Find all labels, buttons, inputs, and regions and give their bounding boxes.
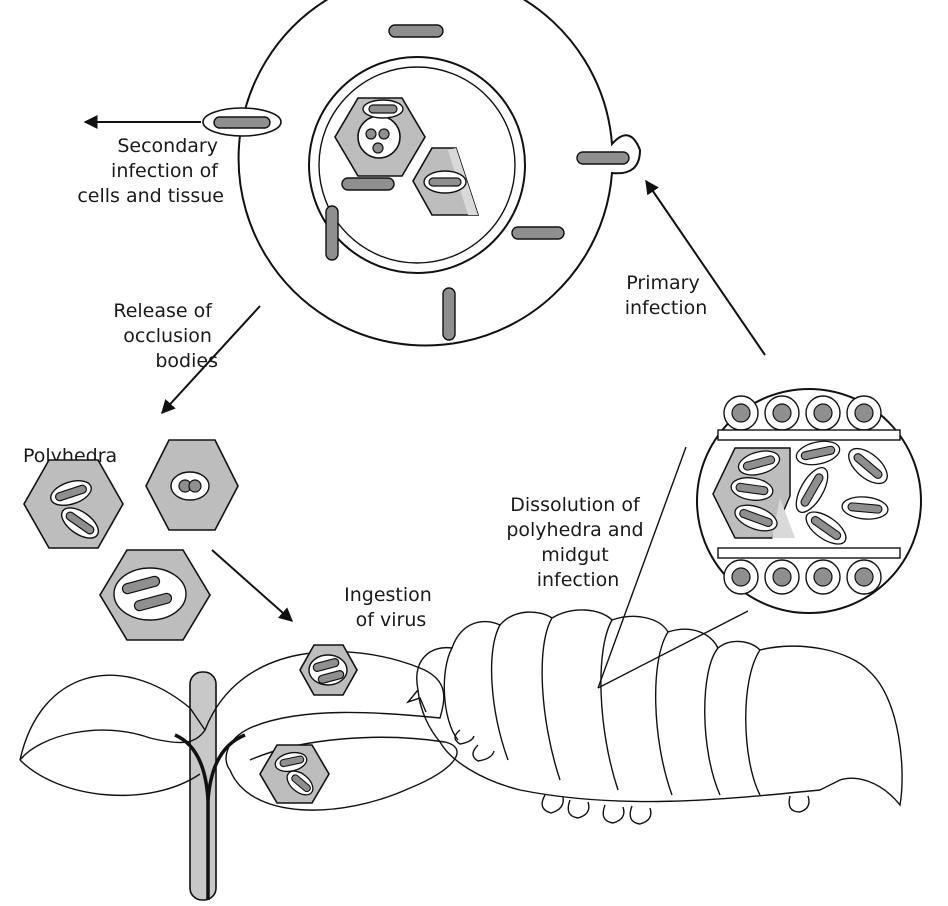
- caterpillar-leg: [603, 805, 624, 823]
- nucleocapsid: [512, 227, 564, 239]
- midgut-zoom: [697, 389, 921, 613]
- nucleus-polyhedron-forming: [413, 148, 478, 215]
- nucleocapsid: [326, 206, 338, 260]
- body-segment: [444, 648, 458, 740]
- polyhedron-1: [24, 460, 123, 548]
- ingestion-label: Ingestion of virus: [344, 584, 438, 631]
- plant-stem: [190, 672, 216, 900]
- caterpillar-leg: [789, 796, 809, 812]
- plant: [20, 652, 457, 900]
- ingestion-arrow: [212, 550, 292, 621]
- secondary-infection-label: Secondary infection of cells and tissue: [77, 135, 224, 207]
- plant-leaf-left: [20, 675, 205, 760]
- nucleocapsid: [342, 178, 394, 190]
- primary-infection-label: Primary infection: [625, 272, 708, 319]
- caterpillar-leg: [473, 745, 494, 761]
- entering-nucleocapsid: [577, 152, 629, 164]
- body-segment: [705, 648, 720, 795]
- body-segment: [746, 650, 760, 795]
- polyhedron-3: [100, 550, 210, 640]
- caterpillar-leg: [630, 806, 651, 824]
- budded-virus: [203, 108, 281, 136]
- nucleus-polyhedron: [335, 98, 425, 176]
- zoom-line-upper: [598, 447, 686, 688]
- caterpillar-body: [417, 610, 902, 805]
- infected-cell: [203, 0, 640, 345]
- caterpillar: [408, 610, 902, 824]
- epithelium-bottom: [718, 548, 900, 594]
- release-label: Release of occlusion bodies: [113, 300, 218, 372]
- plant-leaf-left-under: [20, 760, 200, 795]
- nucleocapsid: [443, 288, 455, 340]
- dissolution-label: Dissolution of polyhedra and midgut infe…: [506, 494, 649, 591]
- caterpillar-leg: [455, 730, 474, 744]
- polyhedron-2: [146, 440, 238, 530]
- epithelium-top: [718, 396, 900, 440]
- zoom-line-lower: [598, 611, 748, 688]
- caterpillar-mouth: [408, 690, 426, 712]
- caterpillar-leg: [568, 800, 589, 818]
- body-segment: [542, 618, 560, 780]
- cell-nucleus-outer: [309, 57, 525, 273]
- body-segment: [492, 625, 508, 760]
- leaf-polyhedron-2: [260, 745, 329, 803]
- cell-nucleus-inner: [319, 67, 515, 263]
- primary-infection-arrow: [646, 181, 765, 355]
- caterpillar-leg: [542, 795, 563, 813]
- nucleocapsid: [389, 25, 443, 37]
- body-segment: [601, 620, 618, 790]
